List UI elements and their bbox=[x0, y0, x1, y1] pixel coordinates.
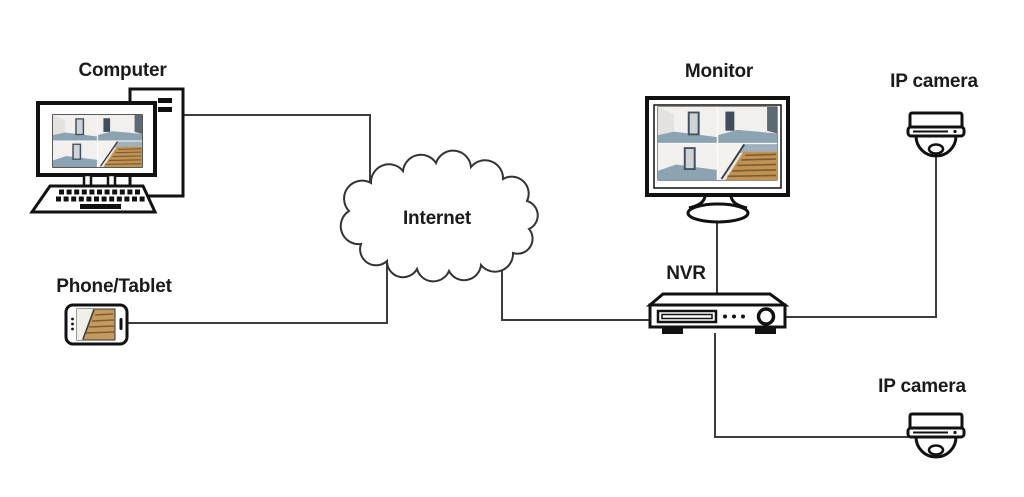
phone-screen bbox=[76, 308, 116, 341]
computer-keyboard bbox=[29, 184, 158, 214]
camera-lens bbox=[927, 143, 945, 155]
monitor-stand bbox=[686, 194, 750, 224]
ip-camera-bottom-label: IP camera bbox=[878, 376, 966, 397]
dome-camera-icon bbox=[906, 412, 966, 459]
phone-internet-link bbox=[126, 250, 388, 324]
phone-tablet-label: Phone/Tablet bbox=[56, 276, 172, 297]
smartphone-icon bbox=[64, 303, 129, 346]
nvr-label: NVR bbox=[666, 263, 706, 284]
computer-internet-link bbox=[184, 114, 371, 205]
monitor-icon bbox=[645, 96, 790, 224]
nvr-top-camera-link bbox=[785, 155, 937, 318]
camera-lens bbox=[927, 444, 945, 456]
nvr-bottom-camera-link bbox=[714, 333, 910, 438]
cloud-icon bbox=[339, 149, 539, 283]
computer-label: Computer bbox=[78, 60, 167, 81]
internet-label: Internet bbox=[402, 208, 472, 229]
nvr-recorder-icon bbox=[645, 292, 790, 334]
nvr-knob bbox=[756, 307, 776, 326]
desktop-computer-icon bbox=[29, 87, 185, 214]
dome-camera-icon bbox=[906, 111, 966, 158]
monitor-label: Monitor bbox=[684, 61, 754, 82]
ip-camera-top-label: IP camera bbox=[890, 71, 978, 92]
computer-monitor bbox=[36, 101, 157, 188]
nvr-disc-slot bbox=[656, 309, 718, 324]
